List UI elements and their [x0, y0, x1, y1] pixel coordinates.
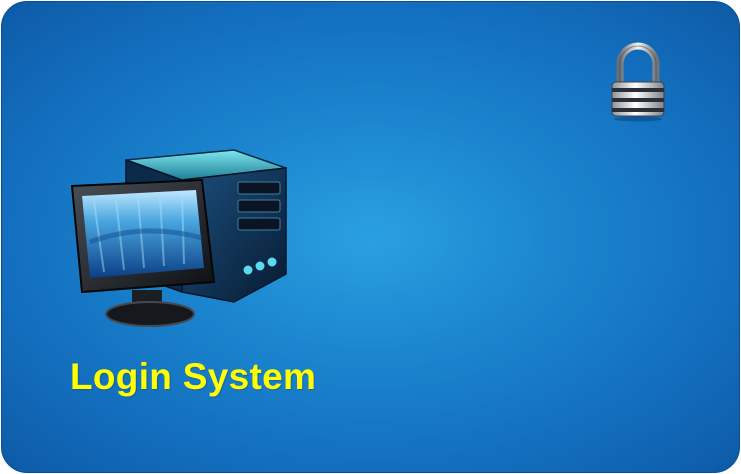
- app-title: Login System: [70, 356, 317, 397]
- padlock-icon: [611, 42, 665, 122]
- desktop-computer-icon: [70, 149, 287, 327]
